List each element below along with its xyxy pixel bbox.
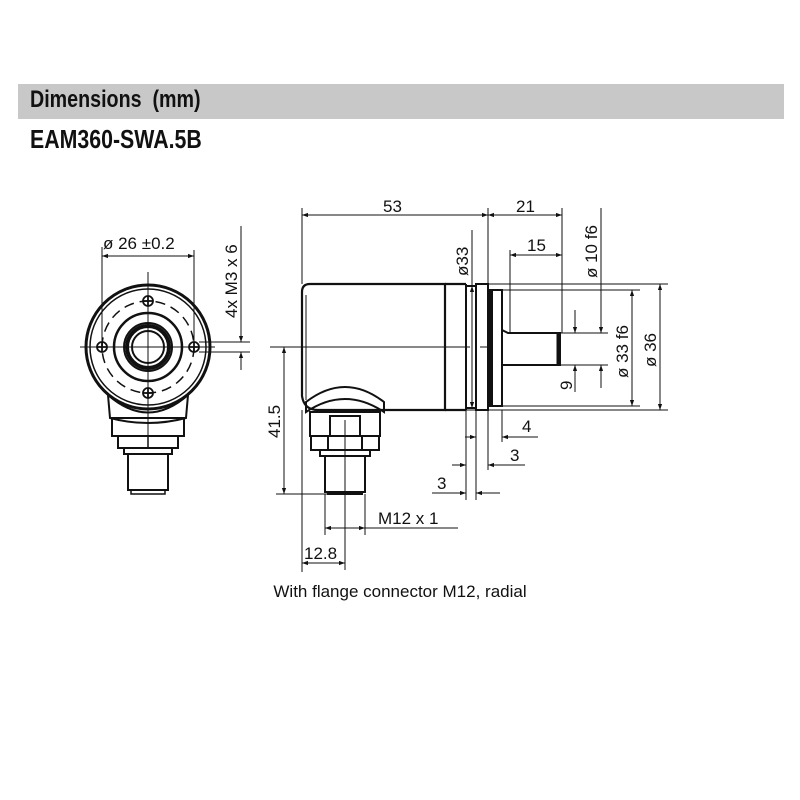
dim-body-length: 53 <box>383 197 402 216</box>
dim-shaft-total: 21 <box>516 197 535 216</box>
page-title: Dimensions (mm) <box>30 86 201 113</box>
dim-bolt-circle: ø 26 ±0.2 <box>103 234 175 253</box>
figure-caption: With flange connector M12, radial <box>273 582 527 601</box>
front-view <box>80 226 250 495</box>
dim-shaft-diameter: ø 10 f6 <box>582 225 601 278</box>
dim-offset-3a: 3 <box>510 446 519 465</box>
dim-connector-thread: M12 x 1 <box>378 509 438 528</box>
dim-flange-diameter: ø33 <box>453 247 472 276</box>
header-band <box>18 84 784 119</box>
dim-shaft-length: 15 <box>527 236 546 255</box>
dim-connector-height: 41.5 <box>265 405 284 438</box>
dim-flat: 9 <box>557 381 576 390</box>
dim-outer-diameter: ø 36 <box>641 333 660 367</box>
model-name: EAM360-SWA.5B <box>30 124 202 154</box>
dim-connector-offset: 12.8 <box>304 544 337 563</box>
dim-offset-4: 4 <box>522 417 531 436</box>
dim-spigot-diameter: ø 33 f6 <box>613 325 632 378</box>
dim-offset-3b: 3 <box>437 474 446 493</box>
dim-threads: 4x M3 x 6 <box>222 244 241 318</box>
side-view <box>270 208 668 572</box>
